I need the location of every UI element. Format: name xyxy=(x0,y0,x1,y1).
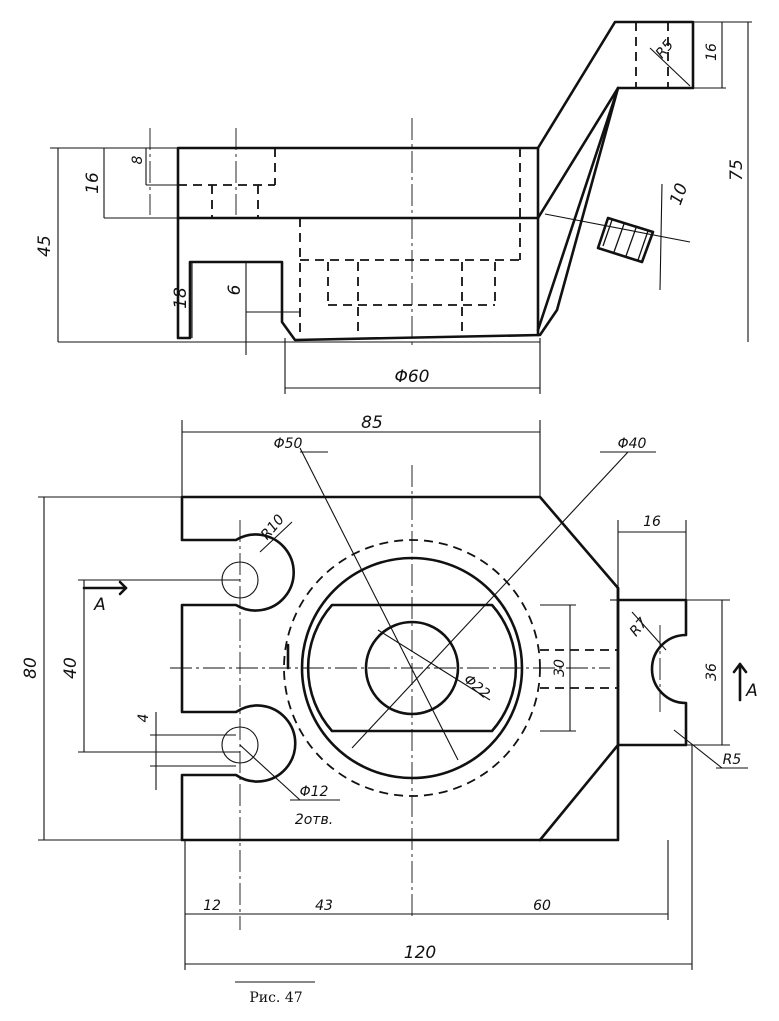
dim-43: 43 xyxy=(315,898,333,914)
section-arrow-left-head xyxy=(118,580,128,596)
dim-30: 30 xyxy=(552,659,568,677)
dim-phi22: Φ22 xyxy=(460,672,492,703)
rib-edge-lower xyxy=(536,86,620,332)
dim-4: 4 xyxy=(136,714,152,723)
front-view: 45 16 8 18 6 Φ60 10 75 16 R5 xyxy=(35,20,752,394)
dim-r5-top: R5 xyxy=(653,37,677,62)
section-label-right: A xyxy=(745,681,758,701)
dim-phi60: Φ60 xyxy=(394,367,429,387)
dim-45: 45 xyxy=(35,235,55,257)
dim-8: 8 xyxy=(130,155,146,164)
plan-view: 85 Φ50 Φ40 Φ22 R10 40 80 4 Φ12 2отв. 16 … xyxy=(21,413,758,970)
dim-r7: R7 xyxy=(627,615,651,640)
section-label-left: A xyxy=(93,595,106,615)
circle-phi40-flats xyxy=(306,603,518,733)
leader-phi22 xyxy=(377,629,491,701)
dim-phi12: Φ12 xyxy=(300,784,329,800)
rib-extension-line xyxy=(659,183,663,291)
leader-phi40 xyxy=(351,451,629,749)
dim-phi50: Φ50 xyxy=(274,436,303,452)
leader-r5 xyxy=(673,729,723,769)
dim-10: 10 xyxy=(666,181,692,208)
leader-phi12 xyxy=(239,744,301,801)
leader-r5 xyxy=(649,47,691,87)
dim-80: 80 xyxy=(21,657,41,679)
dim-60: 60 xyxy=(533,898,551,914)
dim-12: 12 xyxy=(203,898,221,914)
right-tab-outline xyxy=(538,586,688,842)
leader-phi50 xyxy=(299,447,459,761)
dim-2-holes: 2отв. xyxy=(295,812,333,828)
rib-section xyxy=(596,216,655,264)
section-arrow-right-head xyxy=(732,662,748,674)
figure-caption: Рис. 47 xyxy=(249,990,302,1006)
dim-36: 36 xyxy=(704,663,720,681)
dim-16-tab: 16 xyxy=(643,514,661,530)
leader-r7 xyxy=(631,611,667,651)
dim-75: 75 xyxy=(727,159,747,181)
front-view-outline xyxy=(176,20,695,342)
dim-18: 18 xyxy=(171,287,191,309)
dim-r10: R10 xyxy=(258,512,288,543)
dim-120: 120 xyxy=(404,943,436,963)
rib-dimension-line xyxy=(544,213,691,243)
dim-16-ear: 16 xyxy=(704,43,720,61)
rib-edge xyxy=(536,86,620,220)
dim-6: 6 xyxy=(225,284,245,295)
dim-r5-bottom: R5 xyxy=(723,752,742,768)
dim-16: 16 xyxy=(83,172,103,194)
dim-40: 40 xyxy=(61,657,81,679)
leader-r10 xyxy=(259,521,293,553)
dim-85: 85 xyxy=(361,413,383,433)
dim-phi40: Φ40 xyxy=(618,436,647,452)
